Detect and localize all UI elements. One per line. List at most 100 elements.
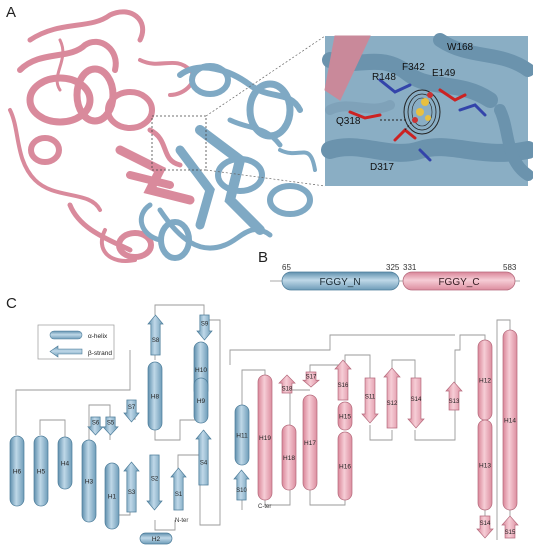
protein-structure-render xyxy=(8,9,326,263)
helix-h17-label: H17 xyxy=(304,440,316,447)
strand-s7-label: S7 xyxy=(128,405,136,411)
helix-h3 xyxy=(81,439,97,523)
strand-s13 xyxy=(445,381,463,411)
strand-s3 xyxy=(123,461,140,513)
helix-h11 xyxy=(234,404,250,466)
strand-s10-label: S10 xyxy=(236,488,247,494)
strand-s14b-label: S14 xyxy=(480,521,491,527)
helix-h8-label: H8 xyxy=(151,394,160,401)
helix-h17 xyxy=(302,394,318,491)
strand-s2 xyxy=(146,454,163,511)
helix-h4 xyxy=(57,436,73,490)
strand-s11-label: S11 xyxy=(365,395,376,401)
residue-label-q318: Q318 xyxy=(336,116,361,127)
c-domain-start: 331 xyxy=(403,263,417,272)
strand-s8 xyxy=(147,314,164,356)
strand-s17-label: S17 xyxy=(306,375,317,381)
c-domain-label: FGGY_C xyxy=(438,277,479,288)
helix-h2 xyxy=(139,532,173,545)
helix-h2-label: H2 xyxy=(152,536,161,543)
zoom-line-top xyxy=(205,35,326,117)
fggy-c-domain xyxy=(402,271,516,291)
strand-s11 xyxy=(361,377,379,424)
legend-helix-label: α-helix xyxy=(88,333,108,340)
n-terminus-label: N-ter xyxy=(175,518,188,524)
helix-h1 xyxy=(104,462,120,530)
helix-h8 xyxy=(147,361,163,431)
helix-h12-label: H12 xyxy=(479,378,491,385)
helix-h15-label: H15 xyxy=(339,414,351,421)
strand-s4-label: S4 xyxy=(200,461,208,467)
strand-s13-label: S13 xyxy=(449,399,460,405)
residue-label-d317: D317 xyxy=(370,162,394,173)
strand-s16 xyxy=(334,359,352,401)
c-terminus-label: C-ter xyxy=(258,504,271,510)
strand-s10 xyxy=(233,469,250,501)
pink-domain-ribbons xyxy=(8,9,196,263)
zoom-line-bottom xyxy=(205,169,326,187)
residue-label-r148: R148 xyxy=(372,72,396,83)
helix-h18 xyxy=(281,424,297,491)
helix-h4-label: H4 xyxy=(61,461,70,468)
residue-label-f342: F342 xyxy=(402,62,425,73)
strand-s16-label: S16 xyxy=(338,383,349,389)
n-domain-label: FGGY_N xyxy=(319,277,360,288)
helix-h3-label: H3 xyxy=(85,479,94,486)
helix-h11-label: H11 xyxy=(236,433,248,440)
hbond-dash-2 xyxy=(404,121,413,131)
n-domain-end: 325 xyxy=(386,263,400,272)
strand-s9-label: S9 xyxy=(201,322,209,328)
helix-h19 xyxy=(257,374,273,501)
strand-s1 xyxy=(170,467,187,511)
helix-h14-label: H14 xyxy=(504,418,516,425)
ligand-density xyxy=(403,89,441,135)
strand-s1-label: S1 xyxy=(175,492,183,498)
helix-h5 xyxy=(33,435,49,507)
c-domain-end: 583 xyxy=(503,263,517,272)
panel-c-label: C xyxy=(6,295,17,312)
legend-helix-symbol xyxy=(49,330,83,340)
strand-s5-label: S5 xyxy=(107,420,115,426)
legend-strand-label: β-strand xyxy=(88,350,112,357)
panel-a-label: A xyxy=(6,4,16,21)
strand-s14b xyxy=(476,515,494,539)
legend-strand-symbol xyxy=(49,345,83,358)
strand-s18-label: S18 xyxy=(282,387,293,393)
helix-h19-label: H19 xyxy=(259,435,271,442)
strand-s9 xyxy=(196,314,213,341)
legend: α-helix β-strand xyxy=(37,324,115,360)
strand-s8-label: S8 xyxy=(152,338,160,344)
strand-s2-label: S2 xyxy=(151,477,159,483)
helix-h16 xyxy=(337,431,353,501)
helix-h1-label: H1 xyxy=(108,494,117,501)
strand-s5 xyxy=(102,416,119,436)
strand-s3-label: S3 xyxy=(128,490,136,496)
helix-h6 xyxy=(9,435,25,507)
strand-s12-label: S12 xyxy=(387,401,398,407)
helix-h9 xyxy=(193,377,209,424)
helix-h15 xyxy=(337,401,353,431)
residue-label-e149: E149 xyxy=(432,68,456,79)
helix-h16-label: H16 xyxy=(339,464,351,471)
helix-h13-label: H13 xyxy=(479,463,491,470)
strand-s14a xyxy=(407,377,425,429)
connecting-loops xyxy=(15,304,511,540)
strand-s6 xyxy=(87,416,104,436)
strand-s17 xyxy=(302,371,320,388)
helix-h13 xyxy=(477,419,493,511)
active-site-inset: W168 F342 E149 R148 Q318 D317 xyxy=(321,33,533,186)
topology-diagram: α-helix β-strand xyxy=(9,304,519,545)
strand-s18 xyxy=(278,374,296,394)
strand-s4 xyxy=(195,429,212,486)
helix-h10-label: H10 xyxy=(195,367,207,374)
fggy-n-domain xyxy=(281,271,400,291)
zoom-region-box xyxy=(151,115,207,171)
helix-h14 xyxy=(502,329,518,511)
strand-s7 xyxy=(123,399,140,423)
helix-h6-label: H6 xyxy=(13,469,22,476)
